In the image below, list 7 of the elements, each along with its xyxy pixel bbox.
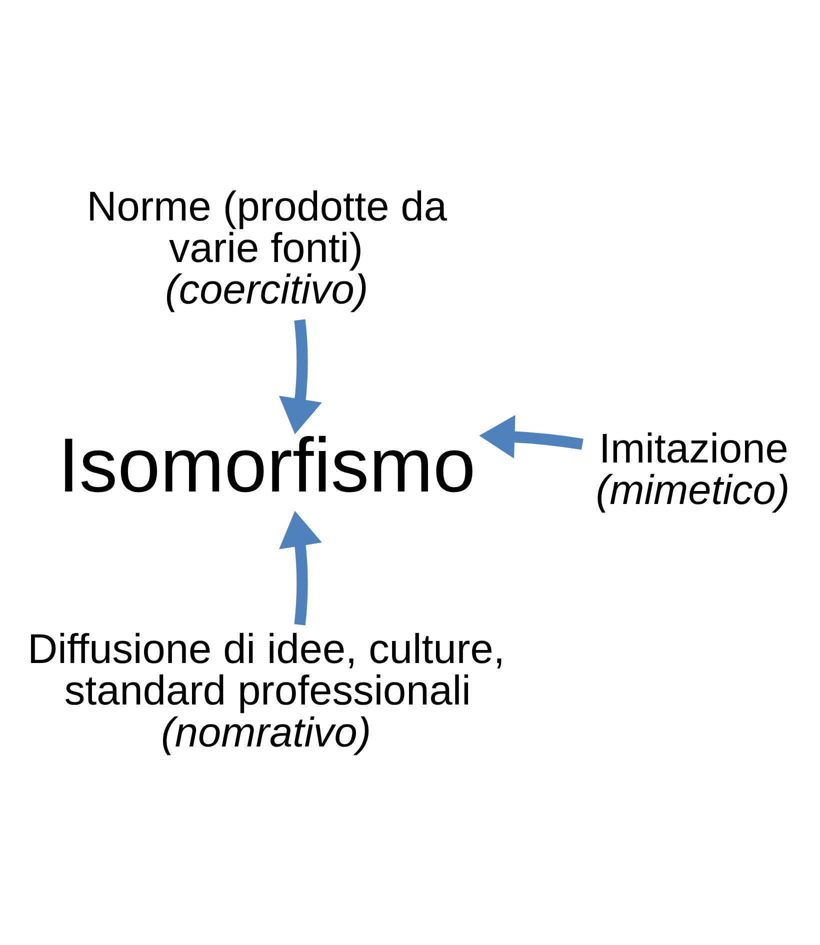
node-text: Norme (prodotte da varie fonti) (coercitivo) <box>86 182 447 313</box>
arrow <box>279 510 322 626</box>
arrow <box>279 319 322 434</box>
node-text: Isomorfismo <box>58 424 476 509</box>
arrow <box>479 415 584 458</box>
node-text: Diffusione di idee, culture, standard professionali (nomrativo) <box>28 625 505 756</box>
node-text: Imitazione (mimetico) <box>596 424 790 514</box>
